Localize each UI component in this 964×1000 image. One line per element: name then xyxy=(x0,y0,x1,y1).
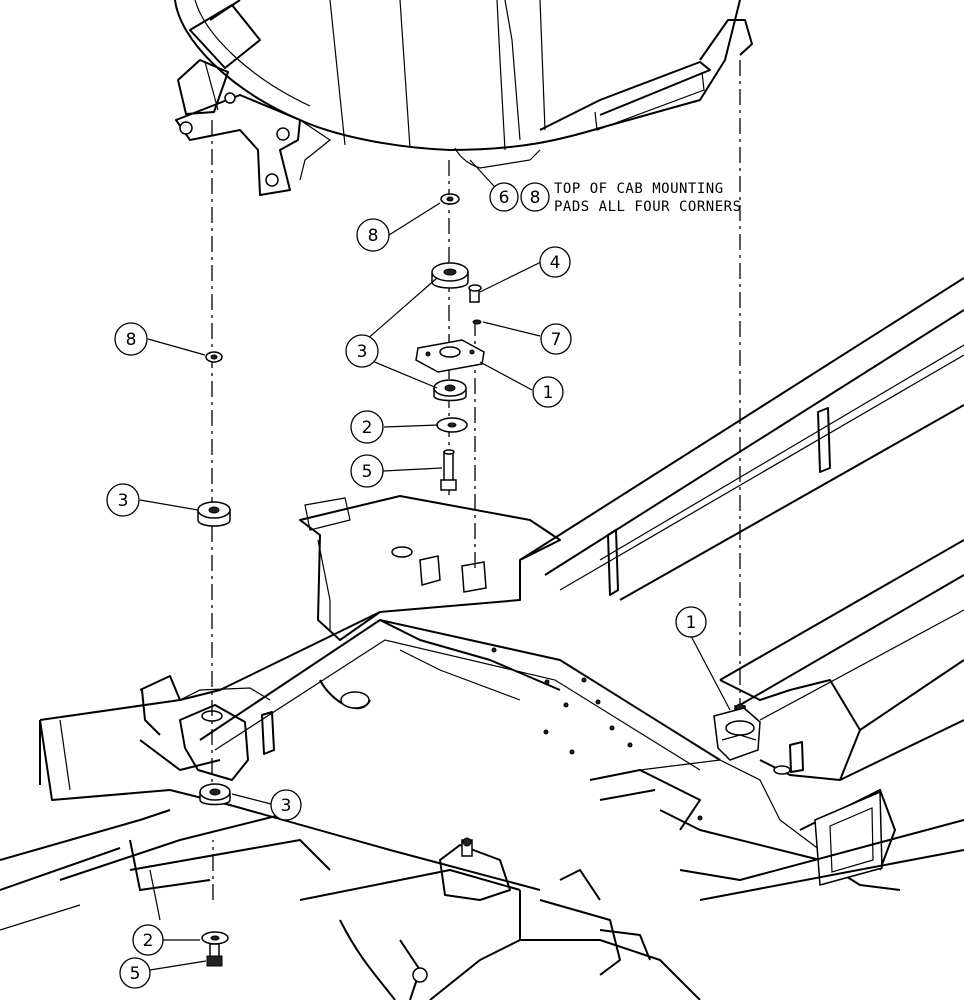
mount-1-right xyxy=(713,703,761,761)
callout-3-left: 3 xyxy=(106,483,140,517)
callouts: 6 8 8 4 8 7 3 1 xyxy=(106,182,707,989)
washer-8-left xyxy=(205,351,223,363)
washer-2-upper xyxy=(436,417,468,433)
note-line-2: PADS ALL FOUR CORNERS xyxy=(554,199,742,215)
callout-3-lower-label: 3 xyxy=(281,796,292,816)
callout-4-label: 4 xyxy=(550,253,561,273)
callout-5-lower: 5 xyxy=(119,957,151,989)
callout-8-left-label: 8 xyxy=(126,330,137,350)
callout-5-upper: 5 xyxy=(350,454,384,488)
callout-3-middle: 3 xyxy=(345,334,379,368)
callout-8-left: 8 xyxy=(114,322,148,356)
callout-6: 6 xyxy=(489,182,519,212)
parts xyxy=(197,193,761,967)
callout-2-upper: 2 xyxy=(350,410,384,444)
callout-1-plate: 1 xyxy=(532,376,564,408)
washer-7 xyxy=(472,319,482,325)
isolator-3-left xyxy=(197,501,231,527)
cab-body xyxy=(174,0,753,196)
callout-5-upper-label: 5 xyxy=(362,462,373,482)
isolator-3-lower xyxy=(199,783,231,806)
callout-2-lower: 2 xyxy=(132,924,164,956)
callout-3-middle-label: 3 xyxy=(357,342,368,362)
callout-1-plate-label: 1 xyxy=(543,383,554,403)
callout-2-upper-label: 2 xyxy=(362,418,373,438)
leader-lines xyxy=(139,159,731,971)
frame-structure xyxy=(0,277,964,1000)
callout-8-upper-label: 8 xyxy=(368,226,379,246)
callout-2-lower-label: 2 xyxy=(143,931,154,951)
callout-8-note: 8 xyxy=(520,182,550,212)
callout-1-right-label: 1 xyxy=(686,613,697,633)
note-line-1: TOP OF CAB MOUNTING xyxy=(554,181,724,197)
washer-8-upper xyxy=(440,193,460,205)
callout-1-right: 1 xyxy=(675,606,707,638)
bolt-5-upper xyxy=(440,449,457,491)
isolator-3-middle xyxy=(433,379,467,402)
callout-8-upper: 8 xyxy=(356,218,390,252)
isolator-3-upper xyxy=(431,262,469,289)
callout-8-note-label: 8 xyxy=(530,188,541,208)
washer-2-lower xyxy=(201,931,229,945)
callout-7-label: 7 xyxy=(551,330,562,350)
callout-5-lower-label: 5 xyxy=(130,964,141,984)
callout-6-label: 6 xyxy=(499,188,510,208)
callout-3-lower: 3 xyxy=(270,789,302,821)
callout-7: 7 xyxy=(540,323,572,355)
mount-plate-1 xyxy=(415,339,485,373)
bolt-5-lower xyxy=(206,943,223,967)
callout-4: 4 xyxy=(539,246,571,278)
cab-mounting-note: TOP OF CAB MOUNTING PADS ALL FOUR CORNER… xyxy=(554,181,742,215)
bolt-4 xyxy=(468,284,482,303)
callout-3-left-label: 3 xyxy=(118,491,129,511)
